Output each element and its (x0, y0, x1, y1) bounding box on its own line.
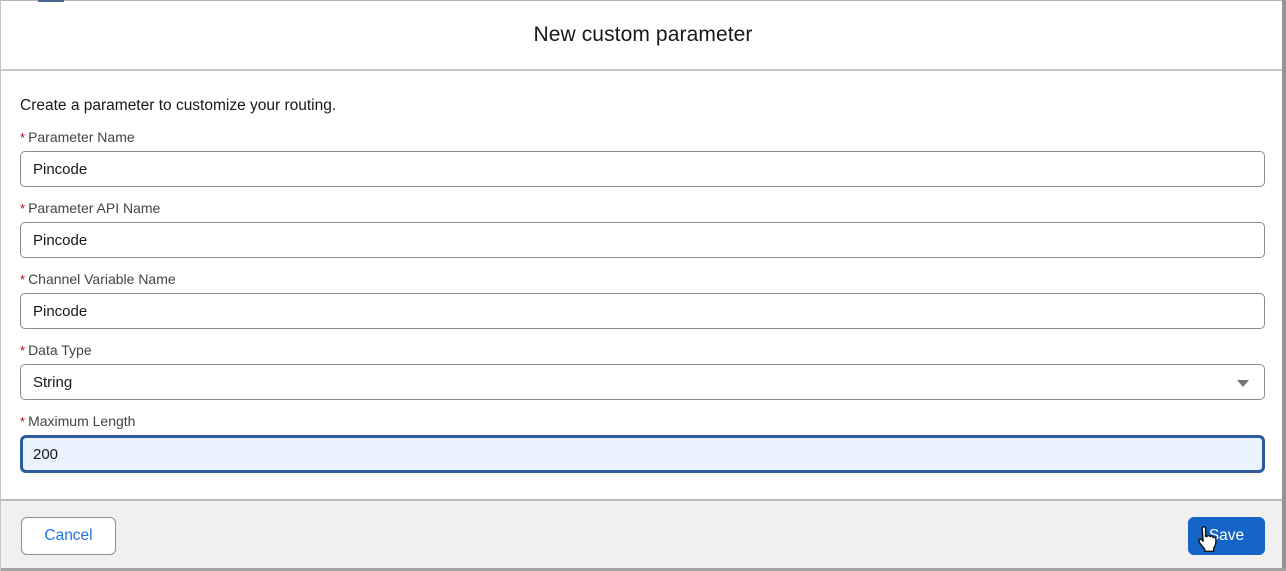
field-label: * Maximum Length (20, 413, 1266, 429)
required-asterisk: * (20, 272, 26, 287)
channel-variable-name-input[interactable] (20, 293, 1265, 329)
field-channel-variable-name: * Channel Variable Name (20, 271, 1266, 329)
required-asterisk: * (20, 343, 26, 358)
modal-header: New custom parameter (0, 0, 1286, 71)
window-edge-bottom (0, 568, 1286, 571)
field-label: * Parameter API Name (20, 200, 1266, 216)
field-parameter-api-name: * Parameter API Name (20, 200, 1266, 258)
required-asterisk: * (20, 130, 26, 145)
field-parameter-name: * Parameter Name (20, 129, 1266, 187)
data-type-select[interactable]: String (20, 364, 1265, 400)
cancel-button[interactable]: Cancel (21, 517, 116, 555)
parameter-name-label: Parameter Name (28, 129, 135, 145)
field-maximum-length: * Maximum Length (20, 413, 1266, 473)
field-label: * Channel Variable Name (20, 271, 1266, 287)
parameter-name-input[interactable] (20, 151, 1265, 187)
window-edge-right (1282, 0, 1286, 571)
data-type-selected-value: String (33, 373, 73, 391)
required-asterisk: * (20, 201, 26, 216)
save-button[interactable]: Save (1188, 517, 1265, 555)
maximum-length-input[interactable] (20, 435, 1265, 473)
modal-body: Create a parameter to customize your rou… (0, 71, 1286, 499)
modal-title: New custom parameter (533, 22, 753, 46)
field-label: * Data Type (20, 342, 1266, 358)
background-page-artifact (38, 0, 64, 2)
chevron-down-icon (1237, 380, 1249, 387)
window-edge-top (0, 0, 1286, 1)
window-edge-left (0, 0, 1, 571)
field-data-type: * Data Type String (20, 342, 1266, 400)
channel-variable-name-label: Channel Variable Name (28, 271, 176, 287)
required-asterisk: * (20, 414, 26, 429)
field-label: * Parameter Name (20, 129, 1266, 145)
modal-footer: Cancel Save (0, 499, 1286, 571)
parameter-api-name-input[interactable] (20, 222, 1265, 258)
maximum-length-label: Maximum Length (28, 413, 136, 429)
data-type-label: Data Type (28, 342, 92, 358)
modal-description: Create a parameter to customize your rou… (20, 97, 337, 114)
parameter-api-name-label: Parameter API Name (28, 200, 161, 216)
